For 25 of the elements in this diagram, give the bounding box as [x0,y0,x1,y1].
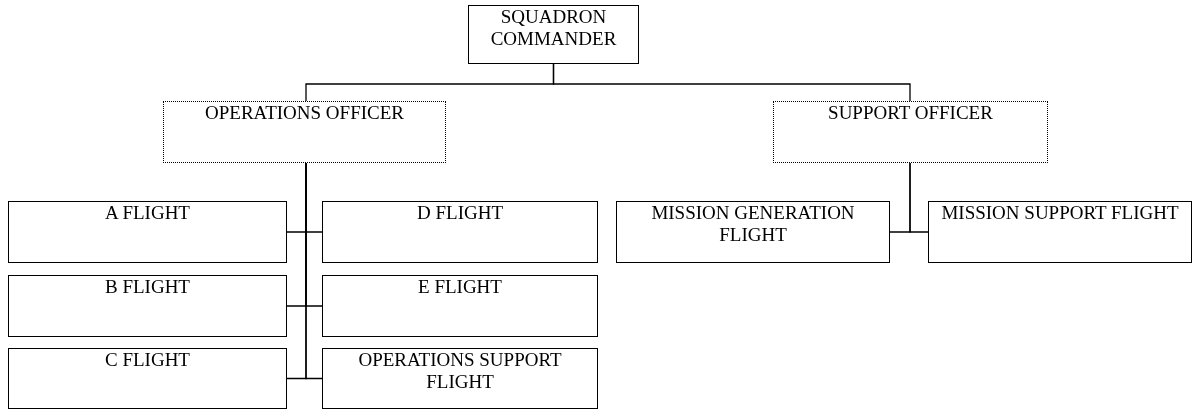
node-label: SQUADRON COMMANDER [489,6,618,50]
node-label: A FLIGHT [105,202,190,224]
node-label: SUPPORT OFFICER [828,102,993,124]
node-label: MISSION GENERATION FLIGHT [650,202,856,246]
flight-box [8,275,287,337]
officer-box [773,101,1048,163]
flight-box [8,201,287,263]
node-label: MISSION SUPPORT FLIGHT [941,202,1179,224]
officer-box [163,101,446,163]
node-label: E FLIGHT [418,276,502,298]
node-label: B FLIGHT [105,276,190,298]
commander-box [468,5,639,64]
flight-box [322,275,598,337]
flight-box [322,348,598,409]
flight-box [8,348,287,409]
connector-line [305,162,323,380]
node-label: D FLIGHT [417,202,503,224]
flight-box [616,201,890,263]
node-label: C FLIGHT [105,349,190,371]
node-label: OPERATIONS SUPPORT FLIGHT [357,349,563,393]
node-label: OPERATIONS OFFICER [205,102,404,124]
flight-box [928,201,1192,263]
connector-line [909,162,929,233]
connector-line [552,63,911,102]
flight-box [322,201,598,263]
